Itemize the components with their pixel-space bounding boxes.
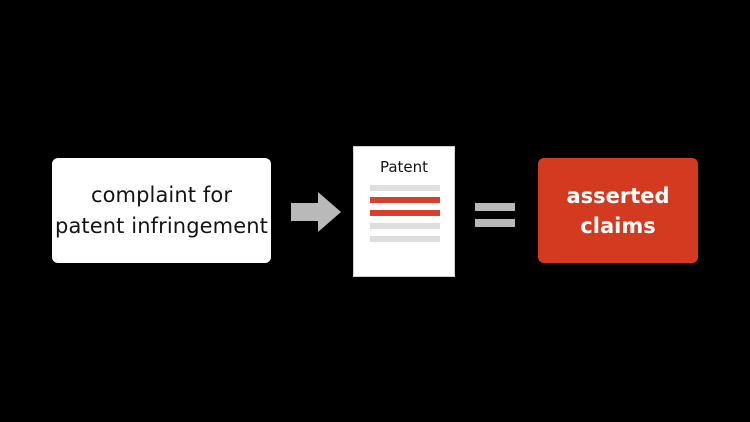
equals-bar-top (475, 203, 515, 211)
right-arrow-icon (291, 192, 341, 232)
asserted-claims-box: asserted claims (538, 158, 698, 263)
complaint-box: complaint for patent infringement (52, 158, 271, 263)
patent-text-line (370, 185, 440, 191)
patent-text-line (370, 223, 440, 229)
complaint-label-line2: patent infringement (55, 213, 268, 238)
equals-icon (475, 203, 515, 227)
patent-highlighted-line (370, 197, 440, 203)
claims-label: asserted claims (566, 181, 669, 241)
claims-label-line2: claims (580, 213, 656, 238)
patent-text-line (370, 236, 440, 242)
complaint-label: complaint for patent infringement (55, 180, 268, 242)
complaint-label-line1: complaint for (90, 182, 233, 207)
claims-label-line1: asserted (566, 183, 670, 208)
equals-bar-bottom (475, 219, 515, 227)
patent-highlighted-line (370, 210, 440, 216)
patent-title: Patent (379, 158, 429, 176)
patent-document: Patent (353, 146, 455, 277)
